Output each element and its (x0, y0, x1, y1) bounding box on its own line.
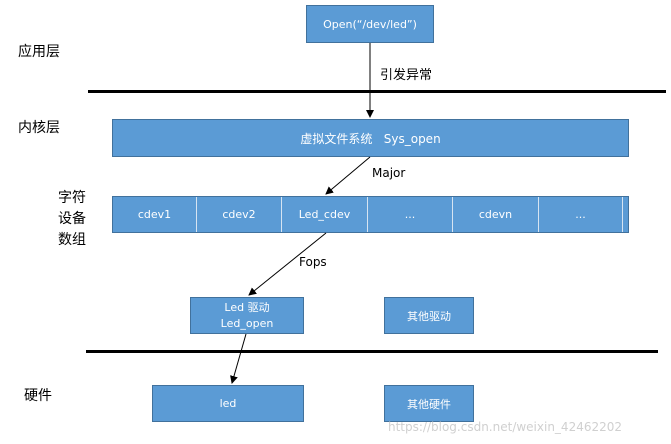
cdev-cell-2: cdev2 (197, 197, 282, 232)
layer-label-char-array-line1: 字符 (58, 190, 86, 206)
open-call-label: Open(“/dev/led”) (323, 17, 417, 31)
layer-label-char-array: 字符 设备 数组 (58, 188, 86, 251)
layer-label-kernel: 内核层 (18, 120, 60, 136)
layer-label-hardware: 硬件 (24, 388, 52, 404)
edge-label-major: Major (372, 166, 406, 180)
other-driver-box: 其他驱动 (384, 297, 474, 334)
cdev-cell-n: cdevn (453, 197, 539, 232)
cdev-cell-led: Led_cdev (282, 197, 368, 232)
watermark: https://blog.csdn.net/weixin_42462202 (388, 420, 623, 434)
open-call-box: Open(“/dev/led”) (306, 5, 434, 43)
cdev-cell-1: cdev1 (113, 197, 197, 232)
separator-kernel-hardware (86, 350, 658, 353)
edge-label-fops: Fops (299, 255, 327, 269)
cdev-cell-ellipsis-1: ... (368, 197, 453, 232)
edge-label-trap: 引发异常 (380, 68, 433, 83)
led-driver-line1: Led 驱动 (224, 300, 270, 314)
led-driver-box: Led 驱动 Led_open (190, 297, 304, 334)
arrow-led-cdev-to-driver (248, 232, 327, 296)
led-hardware-label: led (219, 397, 237, 410)
led-driver-line2: Led_open (220, 316, 274, 330)
layer-label-char-array-line3: 数组 (58, 232, 86, 248)
led-hardware-box: led (152, 385, 304, 422)
other-hardware-label: 其他硬件 (407, 397, 451, 411)
separator-app-kernel (88, 90, 666, 93)
arrow-driver-to-led-hw (230, 333, 247, 384)
layer-label-char-array-line2: 设备 (58, 211, 86, 227)
other-driver-label: 其他驱动 (407, 309, 451, 323)
cdev-cell-ellipsis-2: ... (539, 197, 623, 232)
layer-label-app: 应用层 (18, 44, 60, 60)
vfs-box: 虚拟文件系统 Sys_open (112, 119, 629, 157)
vfs-label: 虚拟文件系统 Sys_open (300, 131, 441, 146)
arrow-vfs-to-led-cdev (325, 156, 371, 195)
other-hardware-box: 其他硬件 (384, 385, 474, 422)
cdev-array: cdev1 cdev2 Led_cdev ... cdevn ... (112, 196, 629, 233)
